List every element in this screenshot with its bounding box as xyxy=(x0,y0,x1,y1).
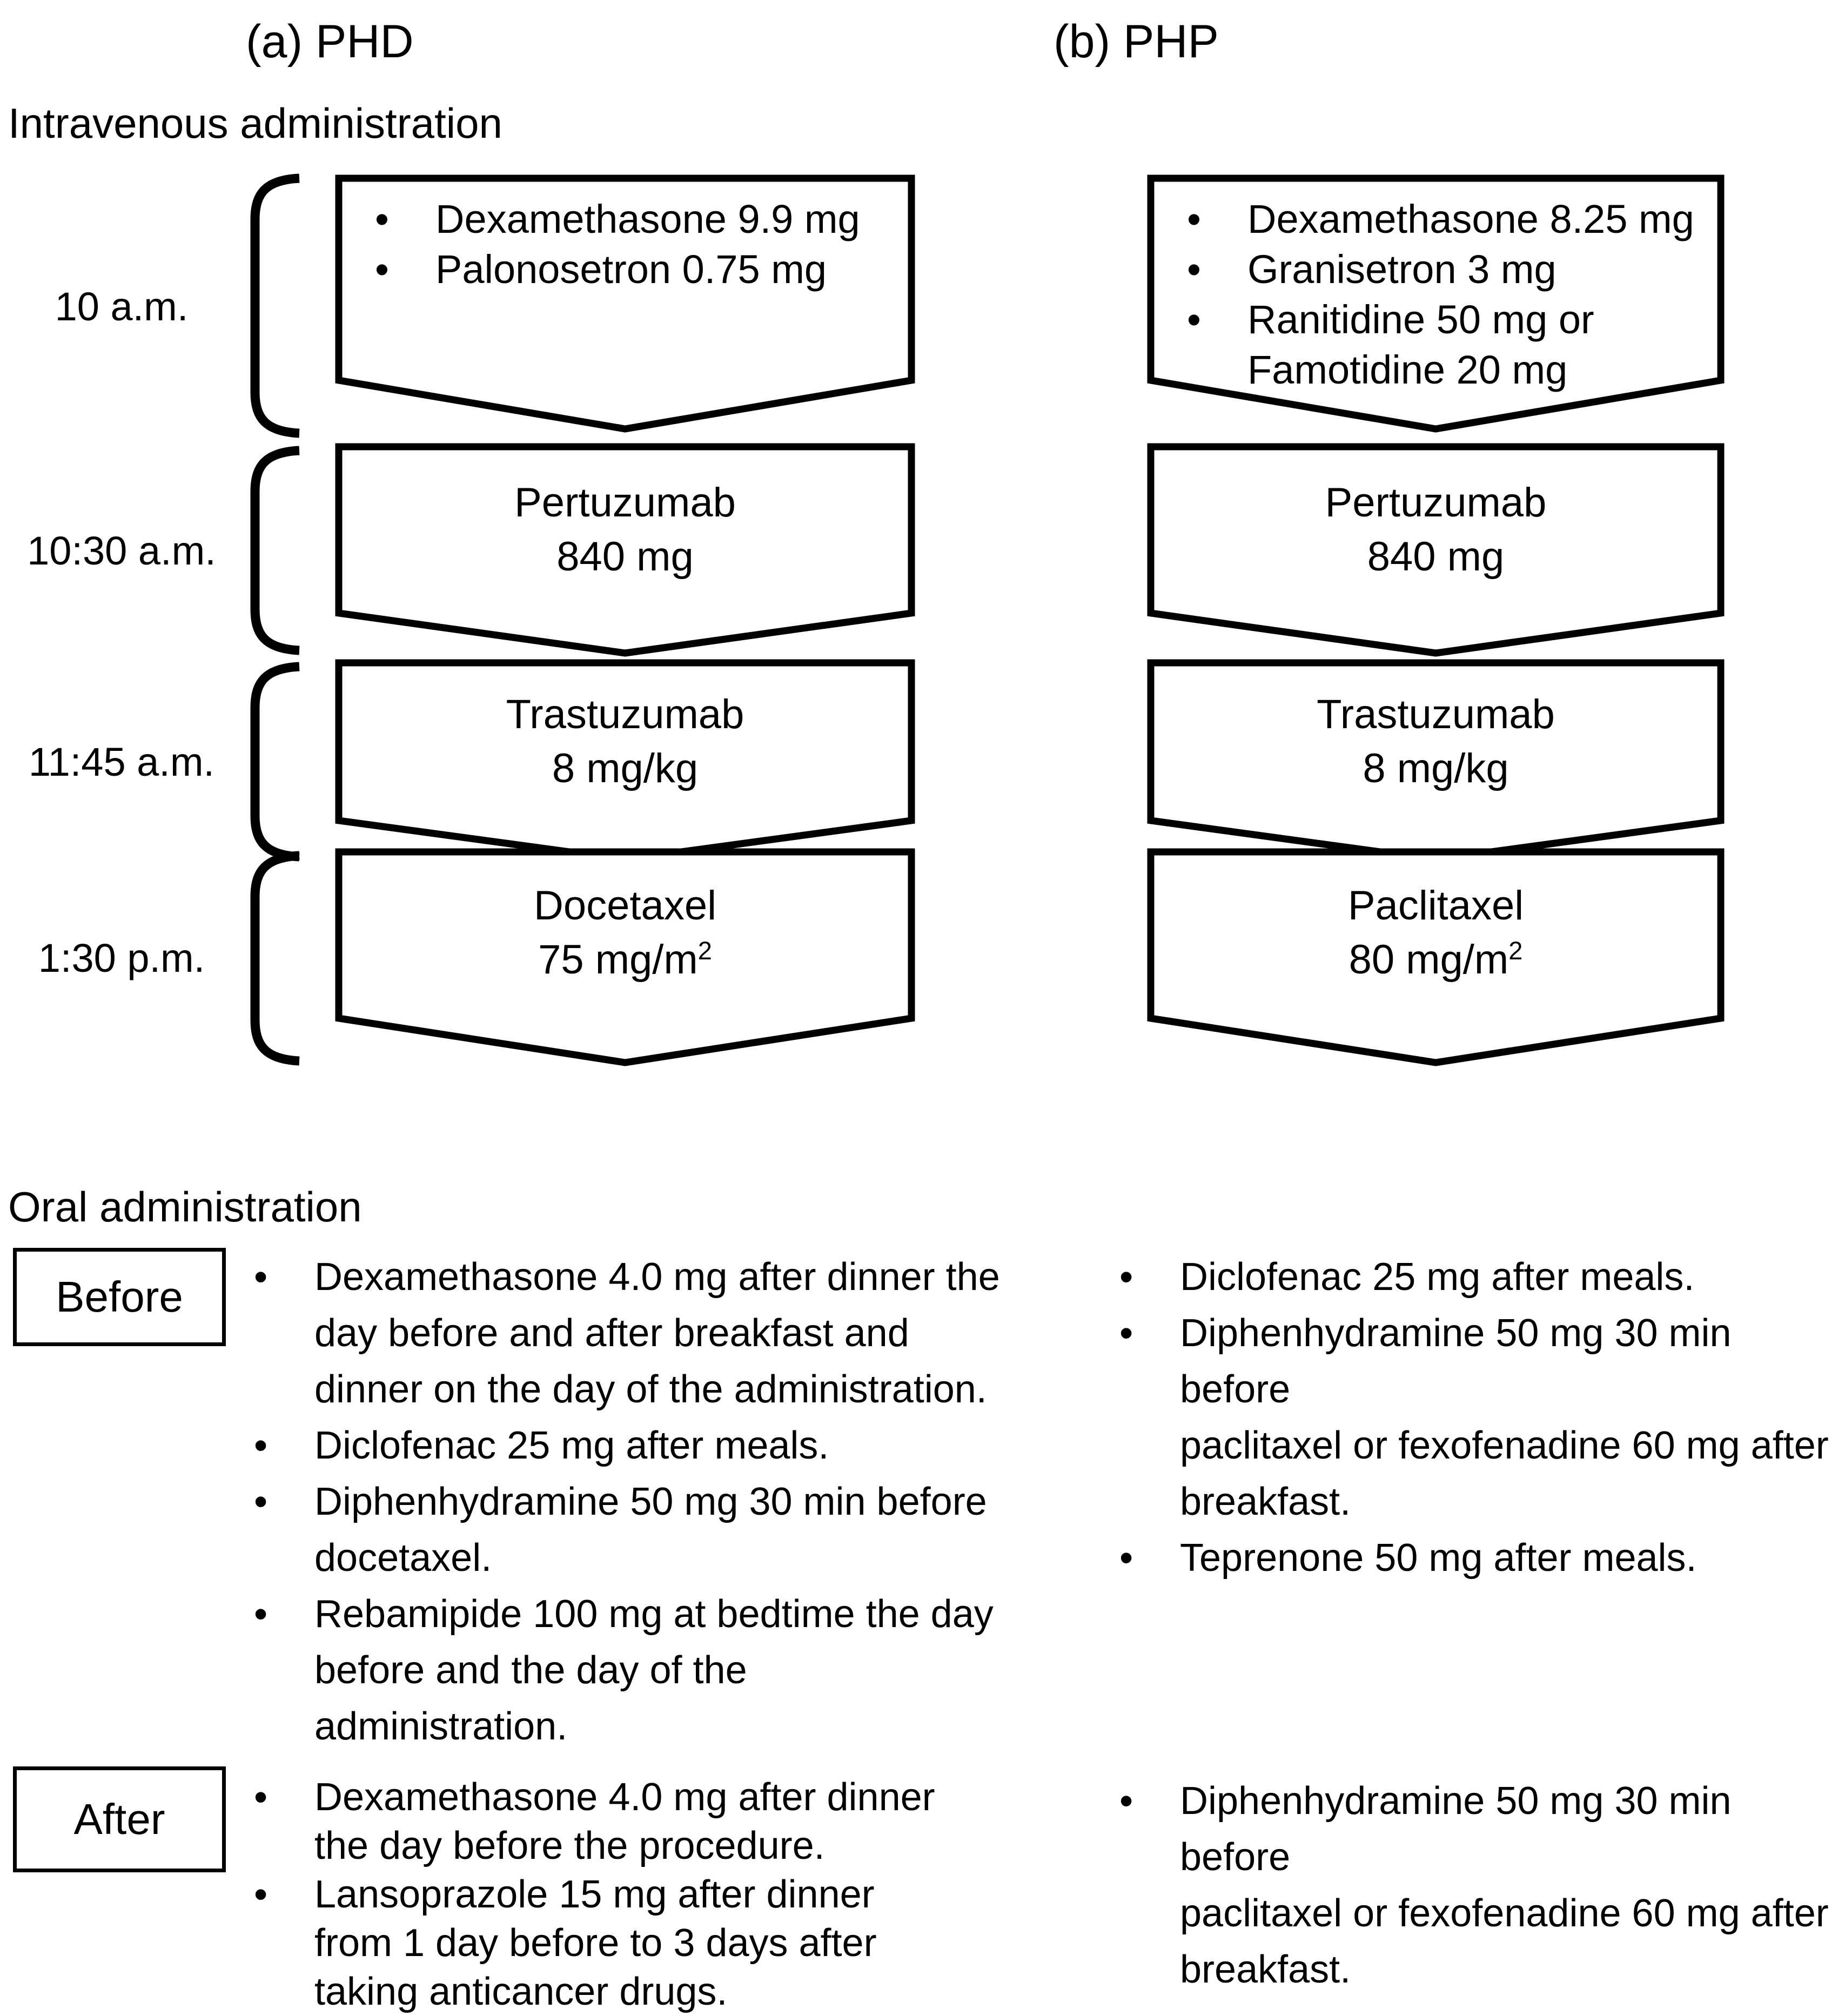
list-item: Dexamethasone 9.9 mg xyxy=(375,194,904,244)
drug-dose: 840 mg xyxy=(556,534,694,580)
arrow-box-shape xyxy=(1147,443,1725,657)
arrow-box-shape xyxy=(1147,659,1725,863)
after-tag-box: After xyxy=(13,1766,226,1872)
drug-name: Pertuzumab xyxy=(1325,480,1547,526)
time-label-130pm: 1:30 p.m. xyxy=(38,935,205,980)
list-item: Diclofenac 25 mg after meals. xyxy=(254,1417,1070,1474)
list-item: Dexamethasone 4.0 mg after dinner the da… xyxy=(254,1249,1070,1417)
before-label: Before xyxy=(56,1273,183,1321)
php-premedication-list: Dexamethasone 8.25 mgGranisetron 3 mgRan… xyxy=(1187,194,1714,395)
list-item: Teprenone 50 mg after meals. xyxy=(1119,1530,1845,1586)
drug-dose: 840 mg xyxy=(1367,534,1505,580)
list-item: Diclofenac 25 mg after meals. xyxy=(1119,1249,1845,1305)
list-item: Lansoprazole 15 mg after dinner from 1 d… xyxy=(254,1870,1070,2016)
arrow-box-shape xyxy=(335,443,915,657)
list-item: Diphenhydramine 50 mg 30 min before doce… xyxy=(254,1474,1070,1586)
php-paclitaxel-box: Paclitaxel 80 mg/m2 xyxy=(1147,848,1725,1071)
time-bracket-2 xyxy=(243,445,306,656)
list-item: Dexamethasone 8.25 mg xyxy=(1187,194,1714,244)
arrow-box-shape xyxy=(1147,848,1725,1066)
list-item: Dexamethasone 4.0 mg after dinner the da… xyxy=(254,1773,1070,1870)
drug-name: Paclitaxel xyxy=(1347,882,1524,929)
list-item: Diphenhydramine 50 mg 30 min before pacl… xyxy=(1119,1773,1845,1998)
drug-dose: 75 mg/m2 xyxy=(538,936,712,983)
arrow-box-shape xyxy=(335,659,915,863)
time-bracket-4 xyxy=(243,850,306,1066)
list-item: Granisetron 3 mg xyxy=(1187,244,1714,294)
after-label: After xyxy=(73,1795,165,1843)
phd-trastuzumab-box: Trastuzumab 8 mg/kg xyxy=(335,659,915,868)
php-pertuzumab-box: Pertuzumab 840 mg xyxy=(1147,443,1725,661)
phd-premedication-list: Dexamethasone 9.9 mgPalonosetron 0.75 mg xyxy=(375,194,904,294)
drug-dose: 8 mg/kg xyxy=(552,745,699,791)
drug-name: Docetaxel xyxy=(534,882,716,929)
php-trastuzumab-box: Trastuzumab 8 mg/kg xyxy=(1147,659,1725,868)
drug-dose: 80 mg/m2 xyxy=(1348,936,1523,983)
after-phd-list: Dexamethasone 4.0 mg after dinner the da… xyxy=(254,1773,1070,2016)
phd-pertuzumab-box: Pertuzumab 840 mg xyxy=(335,443,915,661)
list-item: Ranitidine 50 mg or Famotidine 20 mg xyxy=(1187,294,1714,395)
after-php-list: Diphenhydramine 50 mg 30 min before pacl… xyxy=(1119,1773,1845,1998)
before-php-list: Diclofenac 25 mg after meals.Diphenhydra… xyxy=(1119,1249,1845,1586)
before-tag-box: Before xyxy=(13,1248,226,1346)
iv-section-label: Intravenous administration xyxy=(8,99,502,147)
panel-b-title: (b) PHP xyxy=(1054,16,1219,68)
oral-section-label: Oral administration xyxy=(8,1183,362,1231)
list-item: Palonosetron 0.75 mg xyxy=(375,244,904,294)
php-premedication-box: Dexamethasone 8.25 mgGranisetron 3 mgRan… xyxy=(1147,174,1725,437)
list-item: Rebamipide 100 mg at bedtime the day bef… xyxy=(254,1586,1070,1755)
dose-superscript: 2 xyxy=(1508,936,1523,965)
panel-a-title: (a) PHD xyxy=(246,16,414,68)
time-bracket-3 xyxy=(243,661,306,862)
phd-premedication-box: Dexamethasone 9.9 mgPalonosetron 0.75 mg xyxy=(335,174,915,437)
time-label-1030am: 10:30 a.m. xyxy=(27,528,216,573)
time-label-10am: 10 a.m. xyxy=(55,284,189,329)
drug-name: Trastuzumab xyxy=(506,691,744,737)
arrow-box-shape xyxy=(335,848,915,1066)
time-label-1145am: 11:45 a.m. xyxy=(28,739,215,784)
before-phd-list: Dexamethasone 4.0 mg after dinner the da… xyxy=(254,1249,1070,1755)
drug-name: Trastuzumab xyxy=(1317,691,1555,737)
list-item: Diphenhydramine 50 mg 30 min before pacl… xyxy=(1119,1305,1845,1530)
drug-name: Pertuzumab xyxy=(514,480,736,526)
phd-docetaxel-box: Docetaxel 75 mg/m2 xyxy=(335,848,915,1071)
time-bracket-1 xyxy=(243,173,306,439)
drug-dose: 8 mg/kg xyxy=(1363,745,1509,791)
dose-superscript: 2 xyxy=(697,936,712,965)
